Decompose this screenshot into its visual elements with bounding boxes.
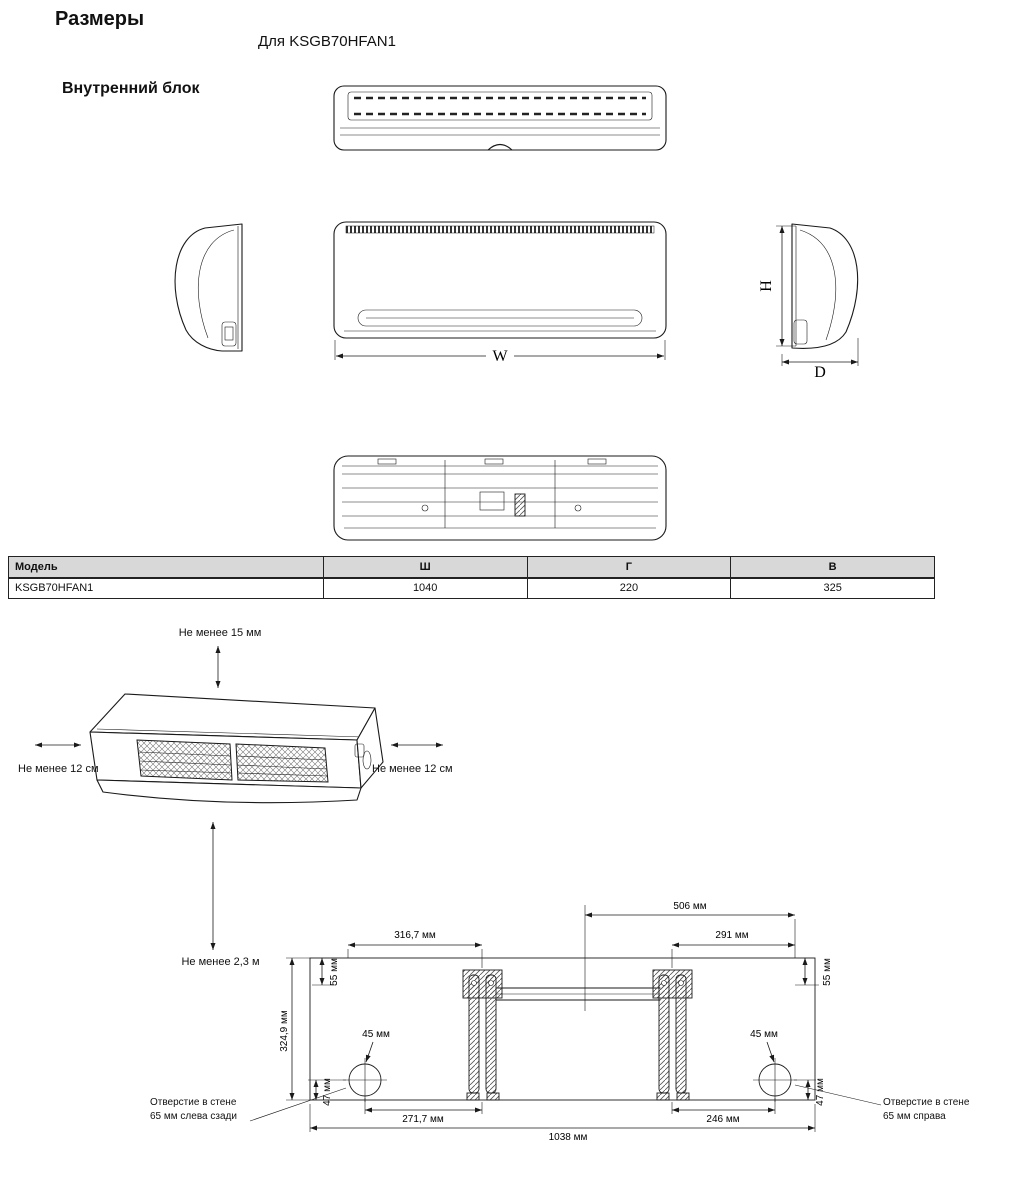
- wall-hole-note-left-line2: 65 мм слева сзади: [150, 1111, 237, 1122]
- cell-height: 325: [730, 577, 935, 599]
- page-title: Размеры: [55, 8, 145, 30]
- dim-1038: 1038 мм: [549, 1132, 588, 1143]
- table-row: KSGB70HFAN1 1040 220 325: [8, 577, 935, 599]
- bottom-view-drawing: [333, 455, 667, 541]
- dim-506: 506 мм: [673, 901, 706, 912]
- wall-hole-right: [753, 1058, 797, 1102]
- clearance-diagram: [35, 646, 443, 950]
- dim-246: 246 мм: [706, 1114, 739, 1125]
- note-leader-right: [794, 1084, 882, 1106]
- mounting-plate-outline: [309, 957, 816, 1101]
- dim-55-left: 55 мм: [329, 958, 340, 986]
- cell-width: 1040: [322, 577, 528, 599]
- dim-55-right: 55 мм: [822, 958, 833, 986]
- wall-hole-left: [343, 1058, 387, 1102]
- top-view-drawing: [333, 85, 667, 151]
- wall-hole-note-right-line2: 65 мм справа: [883, 1111, 946, 1122]
- header-width: Ш: [322, 556, 528, 579]
- clearance-top-label: Не менее 15 мм: [178, 627, 262, 639]
- clearance-bottom-label: Не менее 2,3 м: [181, 956, 260, 968]
- height-dimension-label: H: [758, 280, 775, 292]
- model-subtitle: Для KSGB70HFAN1: [258, 33, 396, 50]
- header-height: В: [730, 556, 935, 579]
- dim-45-right: 45 мм: [750, 1029, 778, 1040]
- dimensions-table: Модель Ш Г В KSGB70HFAN1 1040 220 325: [8, 556, 935, 599]
- cell-model: KSGB70HFAN1: [8, 577, 324, 599]
- depth-dimension-label: D: [814, 364, 826, 381]
- mounting-bracket-left: [462, 969, 503, 1101]
- wall-hole-note-left-line1: Отверстие в стене: [150, 1097, 237, 1108]
- clearance-left-label: Не менее 12 см: [18, 763, 99, 775]
- dim-47-right: 47 мм: [815, 1078, 826, 1106]
- indoor-unit-section-label: Внутренний блок: [62, 80, 200, 97]
- right-side-view-drawing: H D: [758, 223, 859, 381]
- dim-47-left: 47 мм: [322, 1078, 333, 1106]
- table-header-row: Модель Ш Г В: [8, 556, 935, 579]
- clearance-right-label: Не менее 12 см: [372, 763, 453, 775]
- wall-hole-note-left: Отверстие в стене 65 мм слева сзади: [150, 1096, 237, 1124]
- cell-depth: 220: [526, 577, 732, 599]
- indoor-unit-3d-drawing: [89, 693, 384, 804]
- left-side-view-drawing: [174, 223, 243, 352]
- header-depth: Г: [526, 556, 732, 579]
- mounting-plate-diagram: 506 мм 316,7 мм 291 мм 55 мм 55 мм 324,9…: [249, 901, 882, 1143]
- dim-45-left: 45 мм: [362, 1029, 390, 1040]
- dim-316-7: 316,7 мм: [394, 930, 436, 941]
- width-dimension-label: W: [492, 348, 508, 365]
- dim-271-7: 271,7 мм: [402, 1114, 444, 1125]
- note-leader-left: [249, 1087, 347, 1122]
- dim-324-9: 324,9 мм: [279, 1010, 290, 1052]
- wall-hole-note-right: Отверстие в стене 65 мм справа: [883, 1096, 969, 1124]
- mounting-bracket-right: [652, 969, 693, 1101]
- front-view-drawing: W: [333, 221, 667, 365]
- wall-hole-note-right-line1: Отверстие в стене: [883, 1097, 970, 1108]
- dim-291: 291 мм: [715, 930, 748, 941]
- header-model: Модель: [8, 556, 324, 579]
